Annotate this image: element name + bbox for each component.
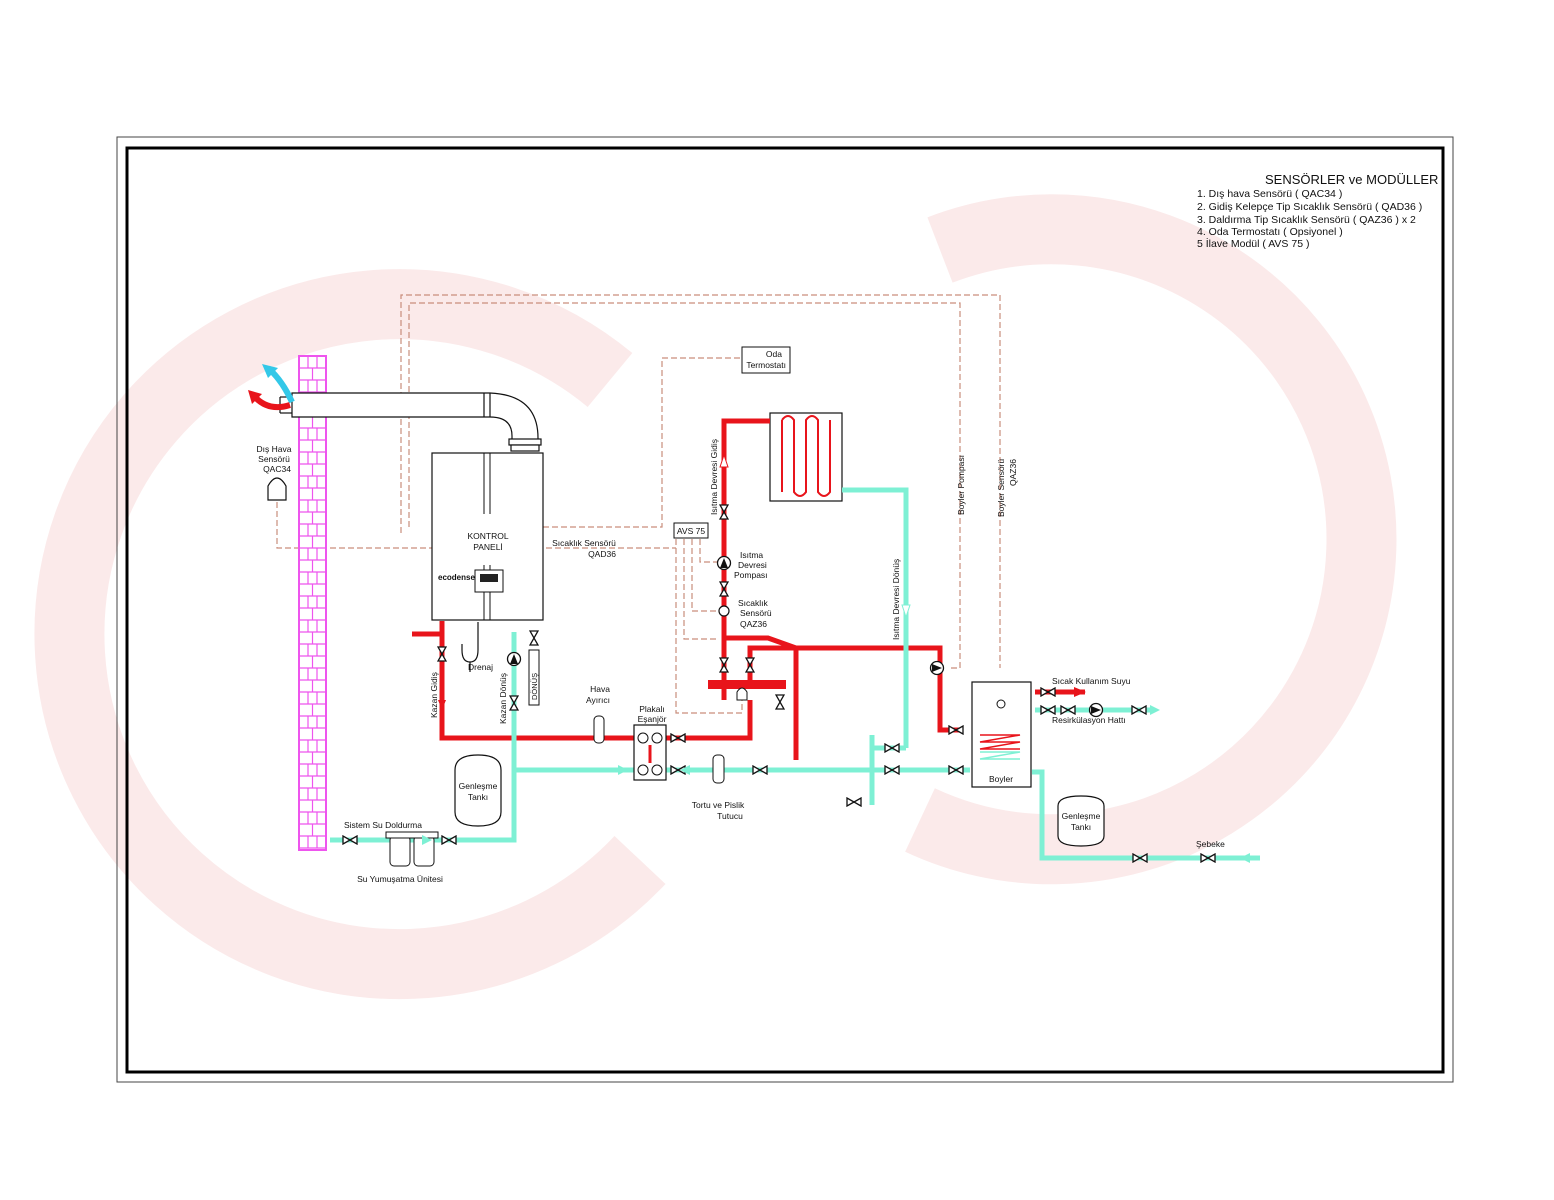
boiler-pump-label: Boyler Pompası xyxy=(956,455,966,515)
air-separator: Hava Ayırıcı xyxy=(586,684,610,744)
dirt-trap-label: Tortu ve Pislik xyxy=(692,800,745,810)
flow-arrows xyxy=(422,453,1250,863)
avs-label: AVS 75 xyxy=(677,526,705,536)
dirt-trap: Tortu ve Pislik Tutucu xyxy=(692,754,745,821)
expansion-tank: Genleşme Tankı xyxy=(454,754,502,827)
control-panel-label: KONTROL xyxy=(467,531,508,541)
legend-item: 1. Dış hava Sensörü ( QAC34 ) xyxy=(1197,188,1342,200)
avs-module: AVS 75 xyxy=(673,522,709,539)
expansion-tank-2-label: Tankı xyxy=(1071,822,1091,832)
legend: SENSÖRLER ve MODÜLLER 1. Dış hava Sensör… xyxy=(1197,172,1438,250)
legend-item: 2. Gidiş Kelepçe Tip Sıcaklık Sensörü ( … xyxy=(1197,201,1422,213)
heating-pump-label: Pompası xyxy=(734,570,768,580)
watermark-logo xyxy=(34,194,1397,1000)
air-intake-arrowhead-icon xyxy=(262,364,278,378)
expansion-tank-2: Genleşme Tankı xyxy=(1057,795,1105,847)
boiler-flow-label: Kazan Gidiş xyxy=(429,672,439,718)
outdoor-sensor-label: Dış Hava xyxy=(257,444,292,454)
plate-exchanger-label: Plakalı xyxy=(639,704,665,714)
temp-sensor-icon xyxy=(718,605,730,617)
air-separator-label: Hava xyxy=(590,684,610,694)
expansion-tank-label: Genleşme xyxy=(459,781,498,791)
return-box-label: DÖNÜŞ xyxy=(530,673,539,700)
radiator xyxy=(769,412,843,502)
drain-trap xyxy=(461,622,479,672)
pipe-labels: Drenaj Kazan Gidiş Kazan Dönüş Isıtma De… xyxy=(344,439,1225,849)
softener-label: Su Yumuşatma Ünitesi xyxy=(357,874,443,884)
expansion-tank-label: Tankı xyxy=(468,792,488,802)
heating-pump-label: Isıtma xyxy=(740,550,763,560)
boiler-circuit-pump-icon xyxy=(506,651,522,667)
flow-sensor-label: QAD36 xyxy=(588,549,616,559)
hot-water-label: Sıcak Kullanım Suyu xyxy=(1052,676,1131,686)
boiler-return-label: Kazan Dönüş xyxy=(498,673,508,724)
boiler-unit: ecodense KONTROL PANELİ Sıcaklık Sensörü… xyxy=(431,452,616,621)
flow-sensor-label: Sıcaklık Sensörü xyxy=(552,538,616,548)
hot-manifold xyxy=(708,680,786,689)
control-panel-label: PANELİ xyxy=(473,542,503,552)
heating-return-label: Isıtma Devresi Dönüş xyxy=(891,559,901,640)
flue-pipe xyxy=(279,392,542,452)
boiler-sensor-label: Boyler Sensörü xyxy=(996,459,1006,517)
dhw-boiler: Boyler xyxy=(971,681,1032,788)
return-box: DÖNÜŞ xyxy=(528,649,540,706)
outer-frame xyxy=(116,136,1454,1083)
boiler-sensor-label: QAZ36 xyxy=(1008,459,1018,486)
legend-item: 3. Daldırma Tip Sıcaklık Sensörü ( QAZ36… xyxy=(1197,214,1416,226)
sensor-pocket-icon xyxy=(736,687,748,701)
mains-label: Şebeke xyxy=(1196,839,1225,849)
outdoor-sensor: Dış Hava Sensörü QAC34 xyxy=(257,444,292,501)
flue-exhaust-arrow-icon xyxy=(251,393,291,411)
room-thermostat-label: Oda xyxy=(766,349,782,359)
legend-item: 4. Oda Termostatı ( Opsiyonel ) xyxy=(1197,226,1343,238)
chimney-wall xyxy=(298,355,327,851)
inner-frame xyxy=(125,146,1445,1074)
air-separator-label: Ayırıcı xyxy=(586,695,610,705)
legend-item: 5 İlave Modül ( AVS 75 ) xyxy=(1197,237,1309,250)
recirculation-label: Resirkülasyon Hattı xyxy=(1052,715,1126,725)
room-thermostat-label: Termostatı xyxy=(746,360,786,370)
drain-label: Drenaj xyxy=(468,662,493,672)
dhw-boiler-label: Boyler xyxy=(989,774,1013,784)
heating-pump-icon xyxy=(716,555,732,571)
plate-heat-exchanger: Plakalı Eşanjör xyxy=(633,704,667,781)
legend-title: SENSÖRLER ve MODÜLLER xyxy=(1265,172,1438,187)
expansion-tank-2-label: Genleşme xyxy=(1062,811,1101,821)
outdoor-sensor-label: Sensörü xyxy=(258,454,290,464)
temp-sensor-label: Sıcaklık xyxy=(738,598,769,608)
temp-sensor-label: QAZ36 xyxy=(740,619,767,629)
dirt-trap-label: Tutucu xyxy=(717,811,743,821)
flue-exhaust-arrowhead-icon xyxy=(248,390,262,404)
outdoor-sensor-label: QAC34 xyxy=(263,464,291,474)
plate-exchanger-label: Eşanjör xyxy=(638,714,667,724)
temp-sensor-label: Sensörü xyxy=(740,608,772,618)
system-fill-label: Sistem Su Doldurma xyxy=(344,820,422,830)
boiler-brand: ecodense xyxy=(438,573,475,582)
heating-flow-label: Isıtma Devresi Gidiş xyxy=(709,439,719,515)
boiler-pump-icon xyxy=(929,660,945,676)
room-thermostat: Oda Termostatı xyxy=(741,346,791,374)
heating-pump-label: Devresi xyxy=(738,560,767,570)
water-softener: Su Yumuşatma Ünitesi xyxy=(357,831,443,884)
